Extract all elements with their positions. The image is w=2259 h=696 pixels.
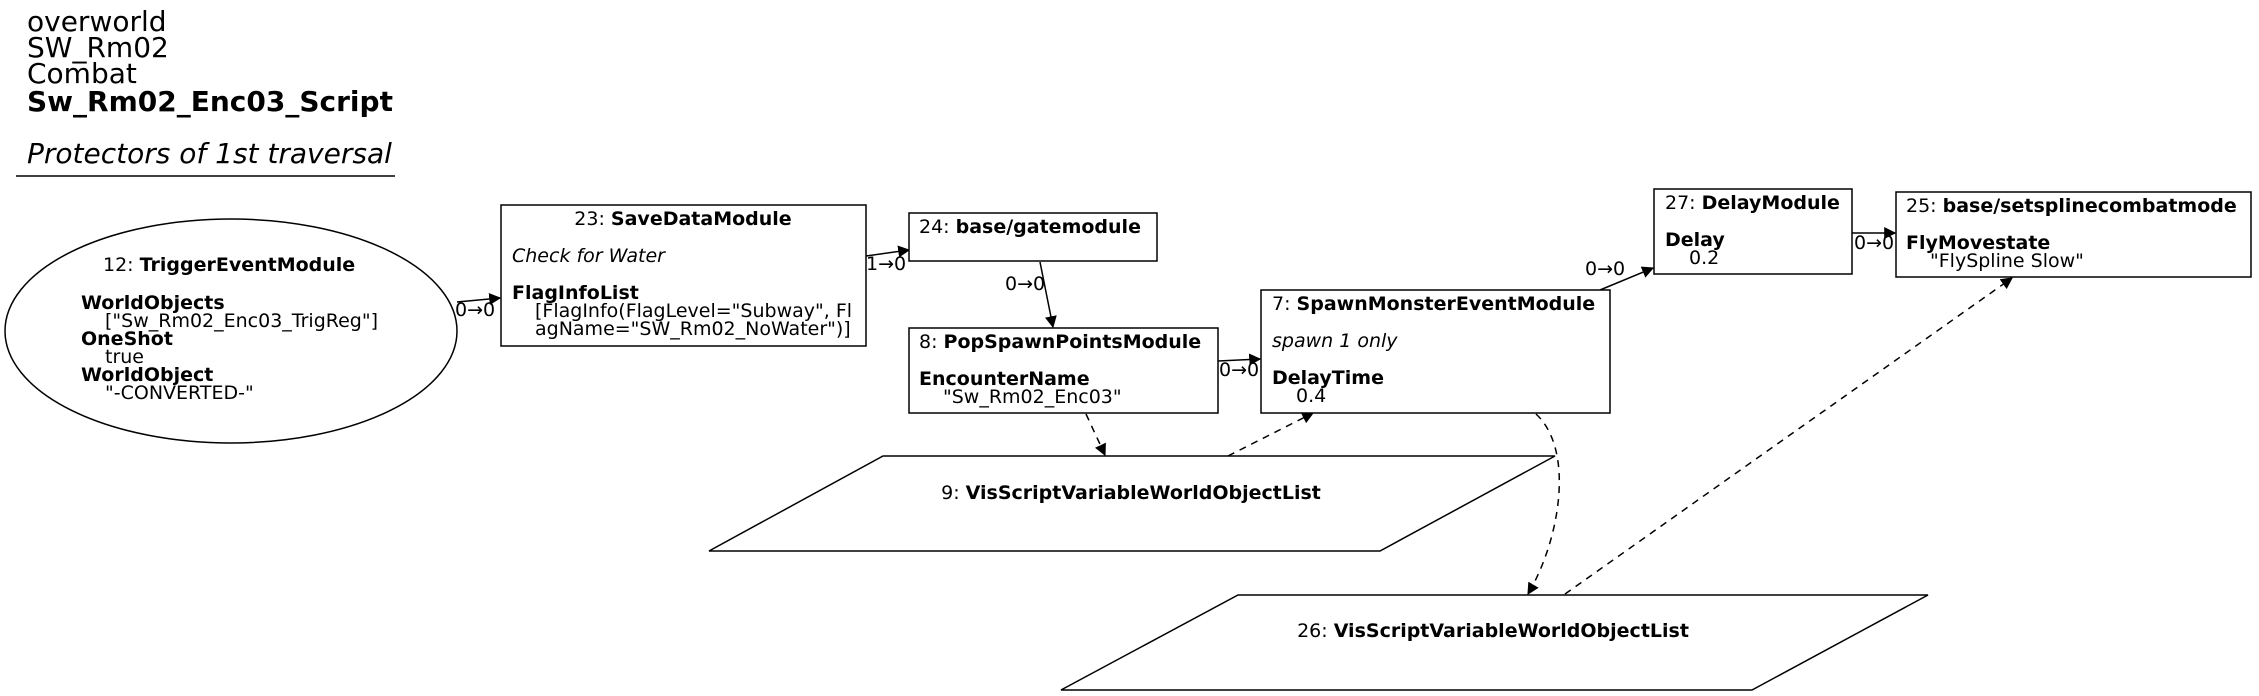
header-line-3: Combat: [27, 57, 137, 90]
node-25-shape: [1895, 191, 2252, 278]
node-8-pop-spawn-points-module[interactable]: 8: PopSpawnPointsModule EncounterName "S…: [908, 327, 1219, 414]
node-8-param-1-value: "Sw_Rm02_Enc03": [943, 386, 1122, 408]
node-27-param-1-value: 0.2: [1689, 247, 1719, 269]
node-8-param-1-key: EncounterName: [919, 368, 1090, 390]
edge-9-7: [1227, 412, 1315, 457]
node-7-param-1-key: DelayTime: [1272, 367, 1384, 389]
node-7-title: 7: SpawnMonsterEventModule: [1272, 293, 1595, 315]
node-7-param-1-value: 0.4: [1296, 385, 1326, 407]
edge-label-7-27: 0→0: [1585, 258, 1625, 280]
node-12-title: 12: TriggerEventModule: [103, 254, 355, 276]
edge-label-27-25: 0→0: [1854, 232, 1894, 254]
node-9-variable-world-object-list[interactable]: 9: VisScriptVariableWorldObjectList: [708, 455, 1556, 552]
node-12-param-1-key: WorldObjects: [81, 292, 225, 314]
edge-23-24: [865, 245, 911, 258]
node-9-title: 9: VisScriptVariableWorldObjectList: [941, 482, 1321, 504]
node-12-param-2-key: OneShot: [81, 328, 173, 350]
node-27-param-1-key: Delay: [1665, 229, 1725, 251]
edge-label-24-8: 0→0: [1005, 273, 1045, 295]
edge-8-7: [1217, 353, 1262, 366]
node-27-shape: [1653, 188, 1853, 275]
edge-26-25: [1564, 277, 2013, 595]
edges: 0→0 1→0 0→0 0→0 0→0 0→0: [455, 227, 2013, 596]
node-23-param-1-value-line-2: agName="SW_Rm02_NoWater")]: [535, 318, 851, 340]
node-23-save-data-module[interactable]: 23: SaveDataModule Check for Water FlagI…: [500, 204, 867, 347]
node-9-shape: [708, 455, 1556, 552]
node-8-title: 8: PopSpawnPointsModule: [919, 331, 1201, 353]
edge-label-8-7: 0→0: [1219, 359, 1259, 381]
header-line-2: SW_Rm02: [27, 31, 169, 64]
node-12-param-2-value: true: [105, 346, 144, 368]
node-7-comment: spawn 1 only: [1272, 330, 1398, 352]
node-27-title: 27: DelayModule: [1665, 192, 1840, 214]
header-line-1: overworld: [27, 5, 167, 38]
node-25-set-spline-combat-mode[interactable]: 25: base/setsplinecombatmode FlyMovestat…: [1895, 191, 2252, 278]
node-25-param-1-value: "FlySpline Slow": [1930, 250, 2084, 272]
node-23-shape: [500, 204, 867, 347]
node-24-gate-module[interactable]: 24: base/gatemodule: [908, 212, 1158, 262]
node-12-param-1-value: ["Sw_Rm02_Enc03_TrigReg"]: [105, 310, 378, 332]
edge-7-27: [1599, 266, 1655, 291]
node-23-comment: Check for Water: [512, 245, 666, 267]
edge-7-26: [1527, 413, 1560, 596]
node-12-trigger-event-module[interactable]: 12: TriggerEventModule WorldObjects ["Sw…: [4, 218, 458, 444]
node-23-param-1-value-line-1: [FlagInfo(FlagLevel="Subway", Fl: [535, 300, 852, 322]
edge-8-9: [1085, 413, 1106, 457]
node-12-shape: [4, 218, 458, 444]
node-23-param-1-key: FlagInfoList: [512, 282, 639, 304]
node-7-shape: [1260, 289, 1611, 414]
edge-label-12-23: 0→0: [455, 299, 495, 321]
node-7-spawn-monster-event-module[interactable]: 7: SpawnMonsterEventModule spawn 1 only …: [1260, 289, 1611, 414]
edge-12-23: [456, 293, 502, 305]
node-25-title: 25: base/setsplinecombatmode: [1906, 195, 2237, 217]
node-26-title: 26: VisScriptVariableWorldObjectList: [1297, 620, 1689, 642]
node-8-shape: [908, 327, 1219, 414]
node-24-title: 24: base/gatemodule: [919, 216, 1141, 238]
script-name: Sw_Rm02_Enc03_Script: [27, 85, 393, 118]
edge-24-8: [1039, 261, 1057, 329]
script-subtitle: Protectors of 1st traversal: [27, 137, 392, 170]
node-26-shape: [1060, 594, 1929, 691]
node-12-param-3-value: "-CONVERTED-": [105, 382, 254, 404]
graph-header: overworld SW_Rm02 Combat Sw_Rm02_Enc03_S…: [16, 5, 395, 177]
node-23-title: 23: SaveDataModule: [574, 208, 791, 230]
node-25-param-1-key: FlyMovestate: [1906, 232, 2050, 254]
node-12-param-3-key: WorldObject: [81, 364, 213, 386]
node-27-delay-module[interactable]: 27: DelayModule Delay 0.2: [1653, 188, 1853, 275]
node-26-variable-world-object-list[interactable]: 26: VisScriptVariableWorldObjectList: [1060, 594, 1929, 691]
edge-label-23-24: 1→0: [866, 253, 906, 275]
node-24-shape: [908, 212, 1158, 262]
